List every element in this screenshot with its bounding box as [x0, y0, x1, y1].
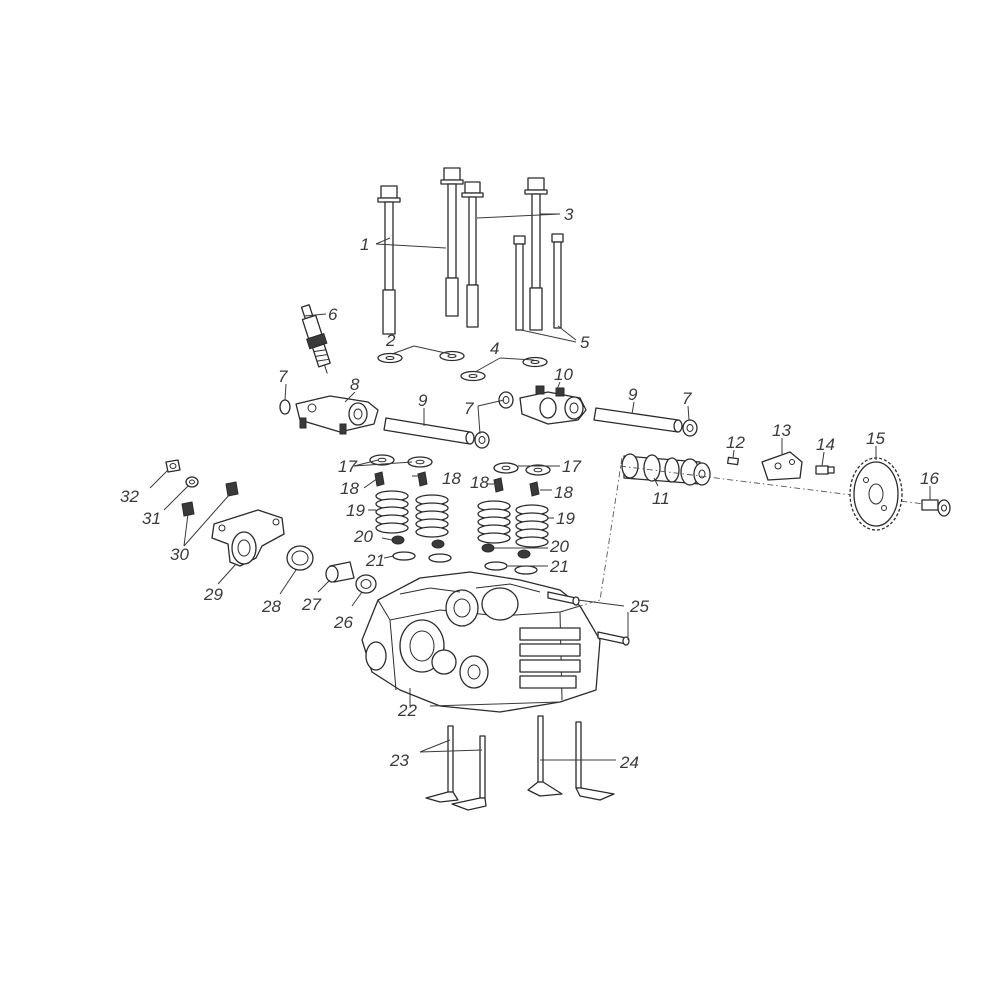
callout-6: 6	[328, 305, 338, 324]
callout-5: 5	[580, 333, 590, 352]
washers	[377, 350, 548, 382]
callout-8: 8	[350, 375, 360, 394]
callout-20b: 20	[549, 537, 569, 556]
callout-28: 28	[261, 597, 281, 616]
callout-21b: 21	[549, 557, 569, 576]
camshaft	[621, 453, 711, 486]
valve-spring	[415, 494, 449, 538]
callout-22: 22	[397, 701, 417, 720]
callout-17b: 17	[562, 457, 581, 476]
callout-25: 25	[629, 597, 649, 616]
callout-18d: 18	[554, 483, 573, 502]
valve	[451, 735, 487, 811]
callout-30: 30	[170, 545, 189, 564]
valve-spring	[515, 504, 549, 548]
head-bolt	[440, 167, 464, 317]
dowel-pins	[547, 591, 630, 646]
cam-bolt	[815, 465, 835, 475]
valve	[575, 721, 615, 801]
callout-1: 1	[360, 235, 369, 254]
callout-7c: 7	[682, 389, 692, 408]
callout-19a: 19	[346, 501, 365, 520]
short-bolt	[513, 235, 526, 331]
valves	[425, 715, 615, 811]
callout-31: 31	[142, 509, 161, 528]
sprocket-bolt	[921, 499, 951, 517]
valve	[425, 725, 459, 803]
head-bolt	[377, 185, 401, 335]
thermostat-parts	[165, 459, 377, 594]
callout-15: 15	[866, 429, 885, 448]
callout-labels: 1 2 3 4 5 6 7 7 7 8 9 9 10 11 12 13 14 1…	[120, 205, 939, 772]
cam-sprocket	[849, 457, 903, 531]
callout-11: 11	[652, 489, 670, 508]
callout-16: 16	[920, 469, 939, 488]
cylinder-head	[361, 571, 601, 713]
callout-26: 26	[333, 613, 353, 632]
callout-12: 12	[726, 433, 745, 452]
callout-18a: 18	[340, 479, 359, 498]
callout-7a: 7	[278, 367, 288, 386]
callout-29: 29	[203, 585, 223, 604]
valve-train	[369, 454, 551, 575]
cam-plate	[761, 451, 803, 481]
callout-18b: 18	[442, 469, 461, 488]
callout-18c: 18	[470, 473, 489, 492]
callout-4: 4	[490, 339, 499, 358]
callout-23: 23	[389, 751, 409, 770]
callout-10: 10	[554, 365, 573, 384]
callout-24: 24	[619, 753, 639, 772]
callout-14: 14	[816, 435, 835, 454]
head-bolt	[461, 181, 484, 328]
valve-spring	[477, 500, 511, 544]
callout-21a: 21	[365, 551, 385, 570]
valve-spring	[375, 490, 409, 534]
callout-9a: 9	[418, 391, 428, 410]
callout-7b: 7	[464, 399, 474, 418]
dowel-pin	[726, 456, 740, 466]
head-bolt	[524, 177, 548, 331]
callout-9b: 9	[628, 385, 638, 404]
callout-19b: 19	[556, 509, 575, 528]
rocker-assembly	[279, 385, 698, 449]
head-bolts	[377, 167, 564, 335]
callout-13: 13	[772, 421, 791, 440]
leader-lines	[149, 213, 931, 761]
callout-2: 2	[385, 331, 396, 350]
short-bolt	[551, 233, 564, 329]
valve	[527, 715, 563, 797]
callout-27: 27	[301, 595, 321, 614]
callout-17a: 17	[338, 457, 357, 476]
callout-3: 3	[564, 205, 574, 224]
callout-32: 32	[120, 487, 139, 506]
callout-20a: 20	[353, 527, 373, 546]
